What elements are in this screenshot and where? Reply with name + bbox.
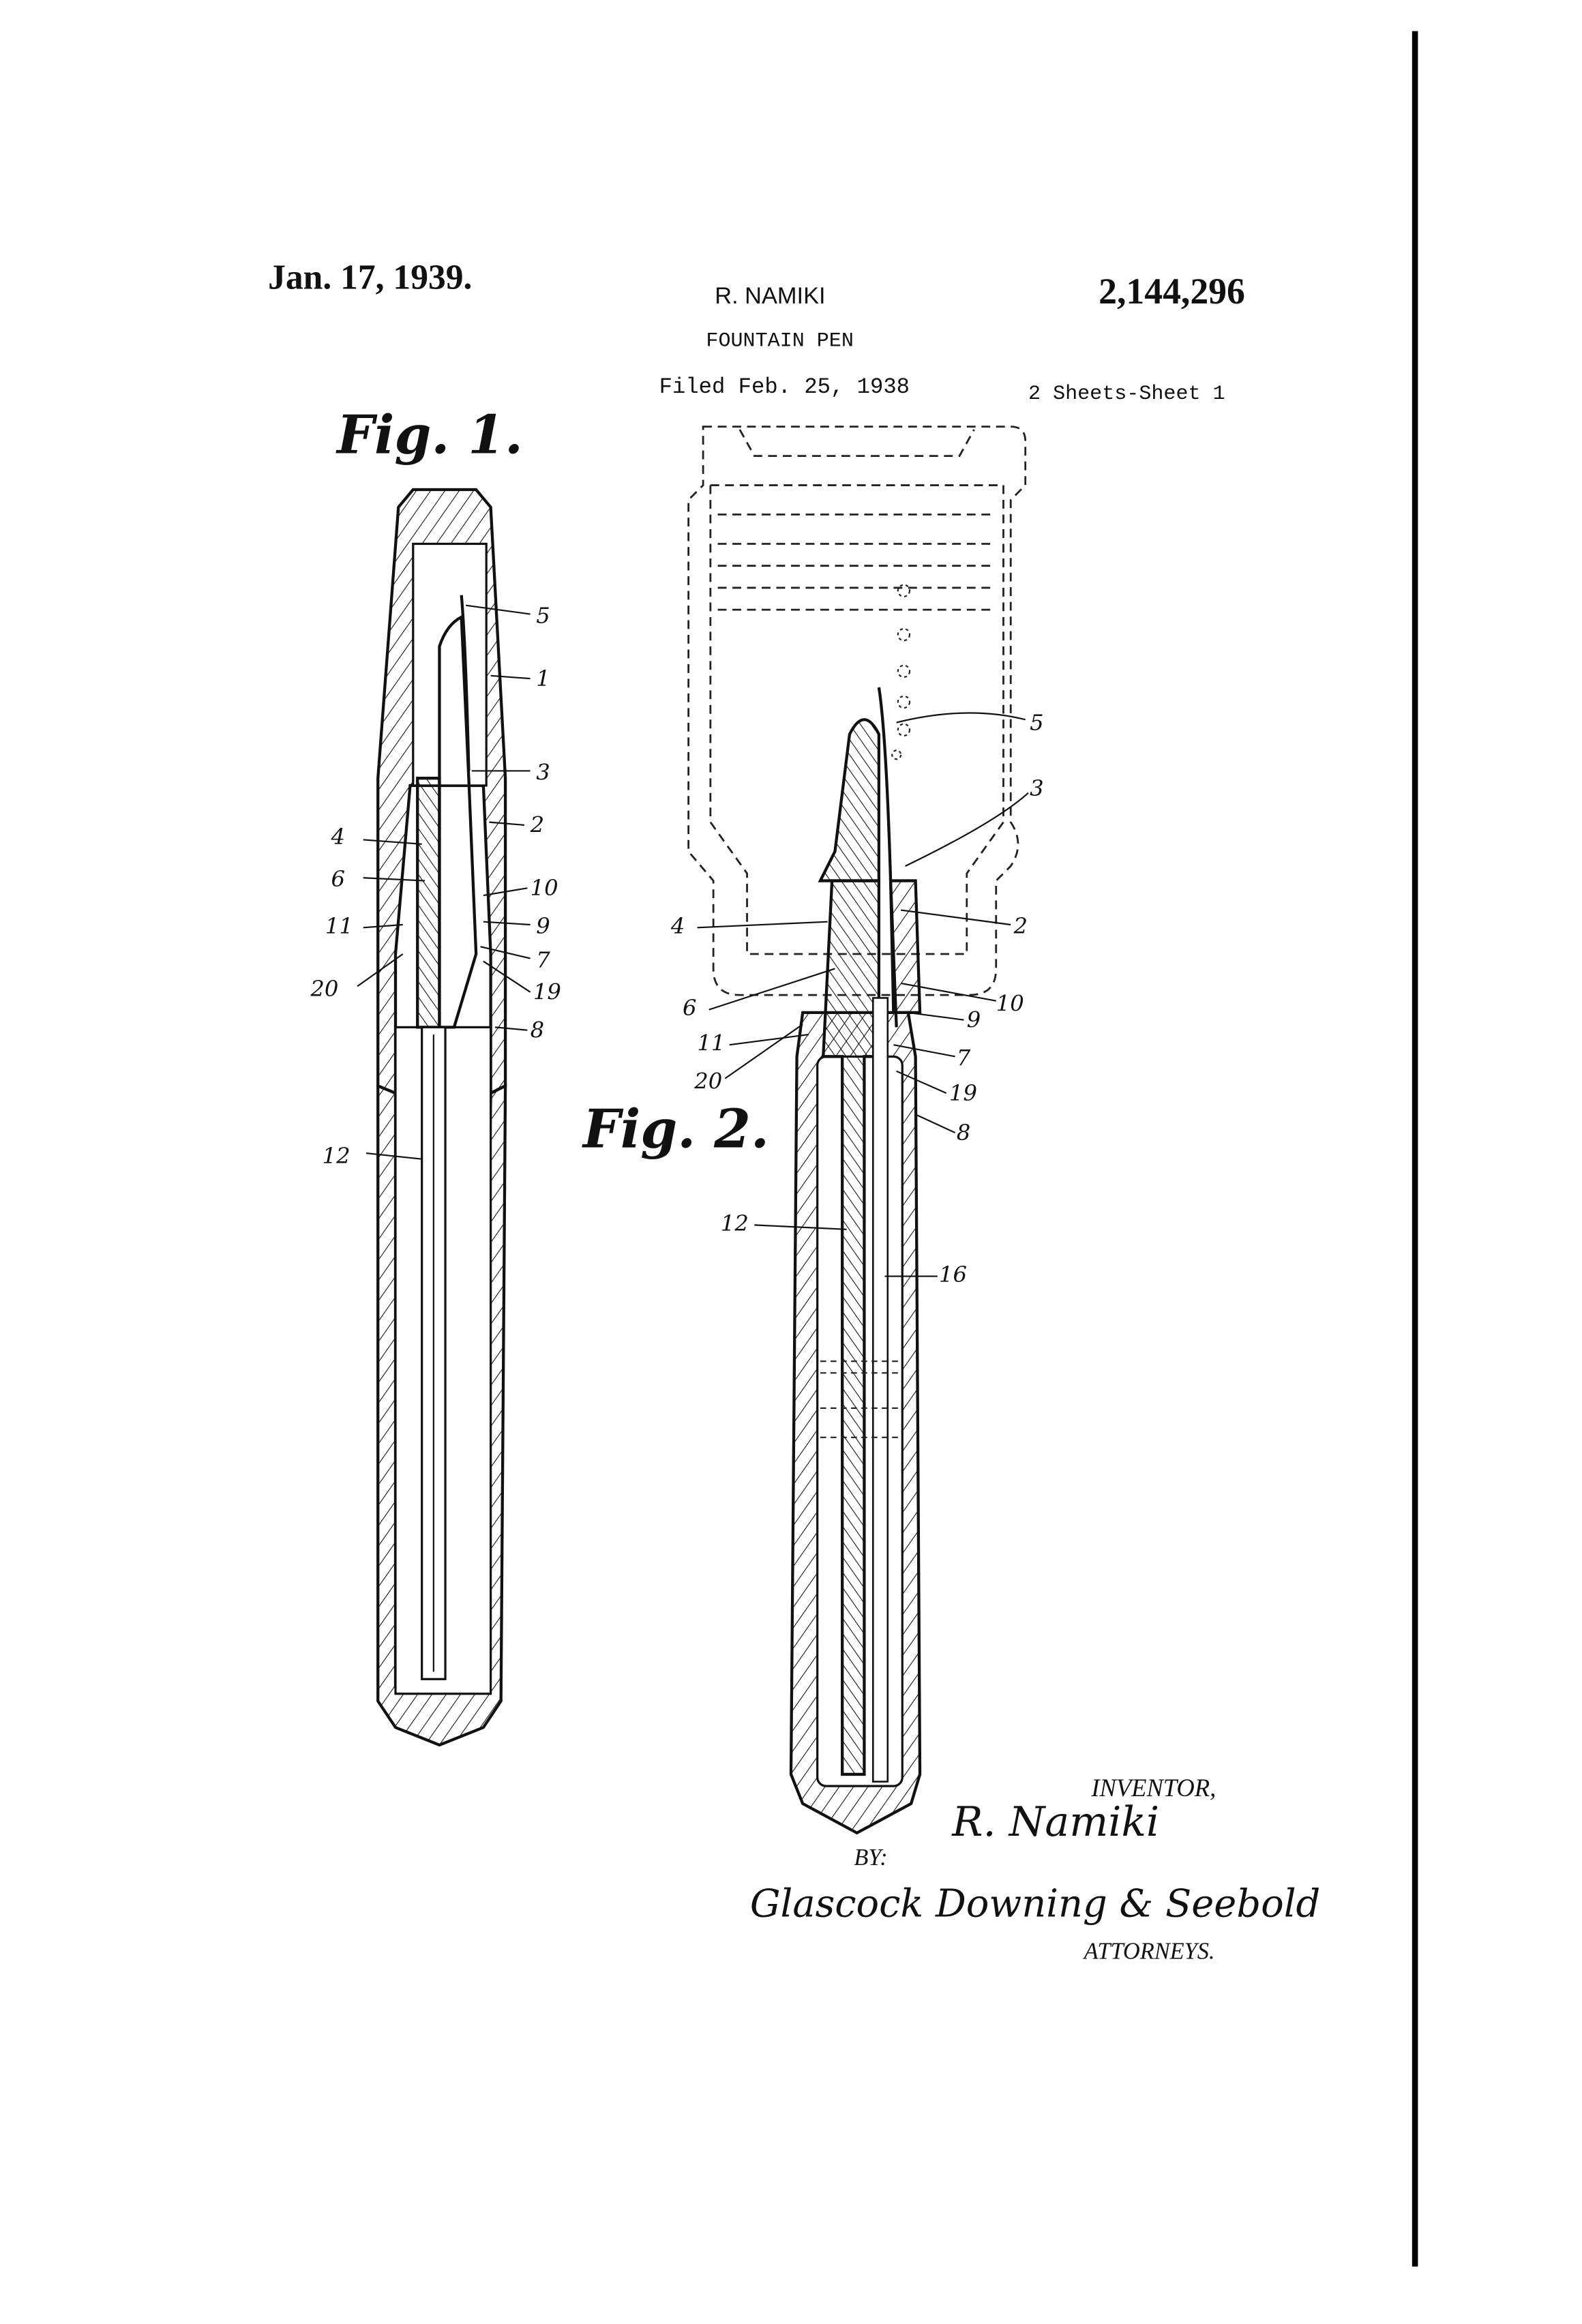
inventor-signature: R. Namiki: [951, 1798, 1159, 1846]
filing-date: Filed Feb. 25, 1938: [659, 374, 910, 400]
fig2-label-12: 12: [721, 1210, 749, 1236]
fig1-label-1: 1: [536, 666, 550, 691]
fig1-label-19: 19: [533, 979, 561, 1005]
by-label: BY:: [854, 1845, 887, 1871]
fig2-label-9: 9: [967, 1007, 981, 1032]
fig2-label-10: 10: [996, 991, 1024, 1017]
fig1-label-4: 4: [330, 824, 345, 850]
fig2-label-2: 2: [1013, 913, 1028, 939]
attorneys-signature: Glascock Downing & Seebold: [750, 1881, 1320, 1926]
nib-section: [416, 777, 441, 1029]
nib: [877, 687, 898, 1028]
fig2-label-4: 4: [670, 913, 685, 939]
inventor-label: INVENTOR,: [1090, 1774, 1216, 1802]
fig2-label-19: 19: [949, 1080, 977, 1106]
figure-2-title: Fig. 2.: [582, 1099, 769, 1161]
feed: [438, 614, 478, 1029]
figure-1-title: Fig. 1.: [335, 404, 523, 466]
cap-inner: [412, 542, 488, 787]
cap-collar: [889, 879, 922, 1015]
fig2-label-16: 16: [939, 1262, 967, 1287]
fig2-label-7: 7: [957, 1045, 971, 1071]
fig2-label-3: 3: [1030, 775, 1043, 801]
fig2-label-8: 8: [957, 1120, 971, 1146]
inventor-name: R. NAMIKI: [715, 283, 825, 309]
fig1-label-10: 10: [531, 875, 558, 901]
patent-number: 2,144,296: [1099, 271, 1245, 312]
fig1-label-20: 20: [310, 976, 338, 1002]
sheet-count: 2 Sheets-Sheet 1: [1028, 383, 1225, 406]
fig1-label-11: 11: [325, 913, 353, 939]
nib: [460, 595, 471, 771]
ink-bottle-outline: [687, 426, 1027, 996]
fig2-label-6: 6: [683, 995, 696, 1021]
invention-title: FOUNTAIN PEN: [706, 329, 853, 353]
patent-date: Jan. 17, 1939.: [268, 258, 472, 297]
figure-2: Fig. 2. 5 3 2 4 10 6 9 11 7 20 19 8 12: [582, 426, 1044, 1835]
feed: [822, 879, 881, 1776]
fig1-label-8: 8: [531, 1017, 544, 1043]
fig2-label-5: 5: [1030, 709, 1043, 735]
fig1-label-6: 6: [331, 866, 345, 892]
fig1-label-2: 2: [530, 812, 545, 838]
fig1-label-5: 5: [536, 602, 550, 628]
ink-level-lines: [820, 1360, 899, 1438]
fig2-label-11: 11: [698, 1030, 726, 1056]
fig1-label-3: 3: [536, 759, 550, 785]
nib-section: [818, 718, 881, 882]
air-bubbles: [891, 584, 911, 760]
fig1-label-7: 7: [536, 947, 550, 972]
attorneys-label: ATTORNEYS.: [1083, 1939, 1215, 1965]
ink-channel: [872, 997, 889, 1783]
signature-block: INVENTOR, R. Namiki BY: Glascock Downing…: [750, 1774, 1320, 1964]
fig1-label-9: 9: [536, 913, 550, 939]
figure-1: Fig. 1. 5 1 3 2 4 6 10 9 11 7 20 19 8 12: [310, 404, 561, 1747]
fig1-label-12: 12: [323, 1143, 350, 1169]
fig2-label-20: 20: [693, 1069, 722, 1094]
